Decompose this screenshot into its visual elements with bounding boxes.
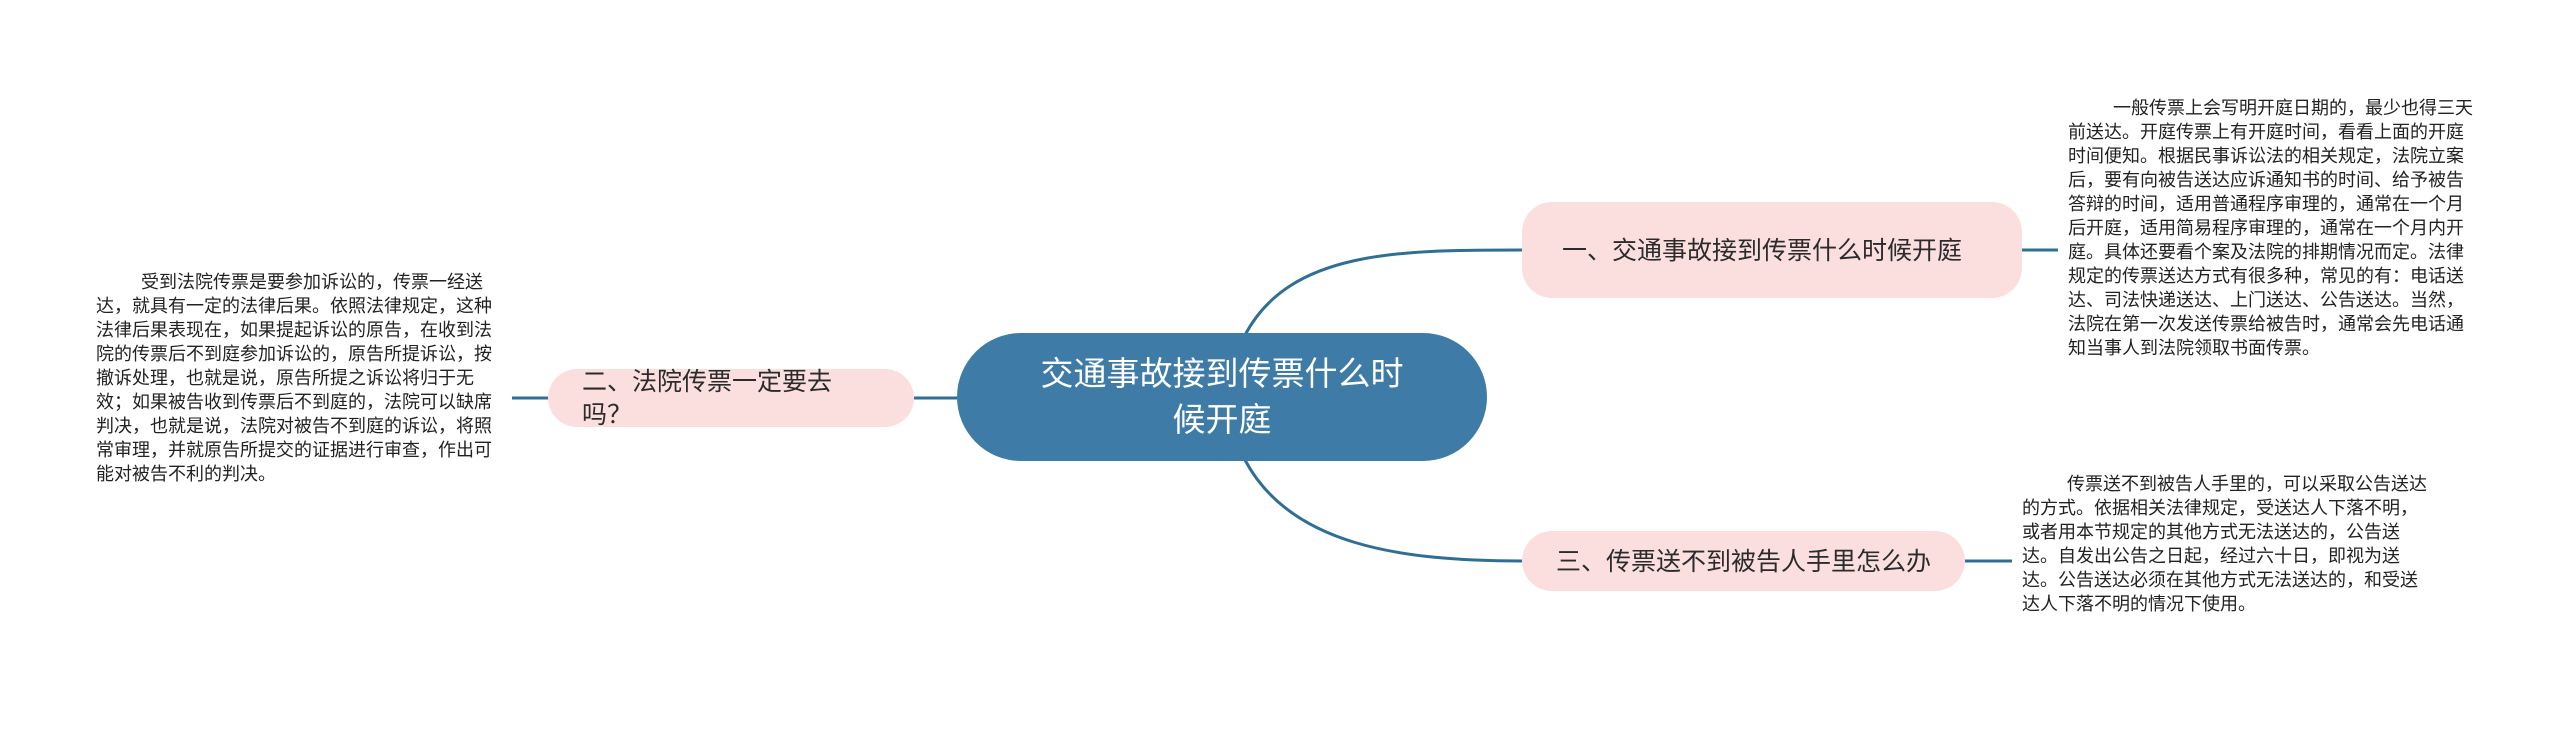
connector-central-to-branch-3 bbox=[1243, 459, 1523, 563]
central-topic[interactable]: 交通事故接到传票什么时候开庭 bbox=[957, 333, 1487, 461]
branch-node-3[interactable]: 三、传票送不到被告人手里怎么办 bbox=[1522, 531, 1965, 591]
central-topic-label: 交通事故接到传票什么时候开庭 bbox=[1040, 354, 1404, 439]
connector-central-to-branch-1 bbox=[1243, 248, 1523, 336]
detail-text-2: 受到法院传票是要参加诉讼的，传票一经送达，就具有一定的法律后果。依照法律规定，这… bbox=[96, 272, 492, 485]
branch-1-label: 一、交通事故接到传票什么时候开庭 bbox=[1562, 235, 1963, 265]
branch-node-1[interactable]: 一、交通事故接到传票什么时候开庭 bbox=[1522, 202, 2022, 298]
branch-3-label: 三、传票送不到被告人手里怎么办 bbox=[1556, 546, 1932, 576]
branch-node-2[interactable]: 二、法院传票一定要去吗？ bbox=[548, 367, 914, 429]
detail-text-3: 传票送不到被告人手里的，可以采取公告送达的方式。依据相关法律规定，受送达人下落不… bbox=[2022, 474, 2427, 615]
branch-2-label: 二、法院传票一定要去吗？ bbox=[582, 367, 833, 429]
detail-text-1: 一般传票上会写明开庭日期的，最少也得三天前送达。开庭传票上有开庭时间，看看上面的… bbox=[2068, 98, 2473, 359]
